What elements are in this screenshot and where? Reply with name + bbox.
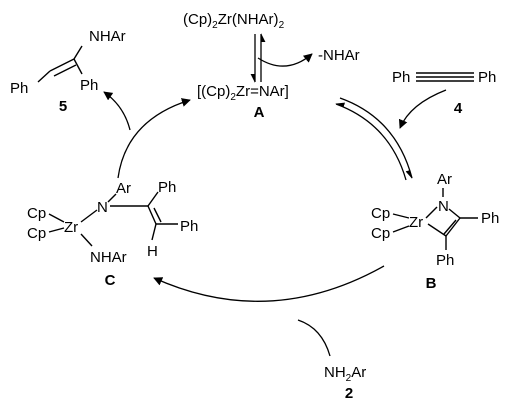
svg-text:Ph: Ph xyxy=(80,77,98,94)
svg-text:Ph: Ph xyxy=(158,179,176,196)
amine-2: NH2Ar xyxy=(324,364,366,384)
precursor-complex: (Cp)2Zr(NHAr)2 xyxy=(183,11,285,31)
imido-complex-A: [(Cp)2Zr=NAr] xyxy=(197,83,289,103)
label-4: 4 xyxy=(454,100,463,117)
svg-text:Ph: Ph xyxy=(481,210,499,227)
svg-text:Ph: Ph xyxy=(180,218,198,235)
svg-text:Cp: Cp xyxy=(27,225,46,242)
svg-text:Zr: Zr xyxy=(409,214,423,231)
label-A: A xyxy=(254,104,265,121)
svg-text:Cp: Cp xyxy=(371,225,390,242)
svg-text:Cp: Cp xyxy=(27,205,46,222)
metallacycle-B: Ar N Cp Cp Zr Ph Ph xyxy=(371,171,499,269)
svg-text:Ph: Ph xyxy=(478,69,496,86)
label-5: 5 xyxy=(59,98,67,115)
alkyne-addition-arrow xyxy=(398,89,447,129)
svg-text:Ph: Ph xyxy=(392,69,410,86)
svg-text:[(Cp)2Zr=NAr]: [(Cp)2Zr=NAr] xyxy=(197,83,289,103)
label-2: 2 xyxy=(345,385,353,402)
cycloaddition-equilibrium-arrows xyxy=(335,97,413,181)
svg-text:Ar: Ar xyxy=(437,171,452,188)
released-nhar-label: -NHAr xyxy=(318,47,360,64)
svg-text:H: H xyxy=(147,243,158,260)
svg-text:N: N xyxy=(438,198,449,215)
svg-text:N: N xyxy=(97,199,108,216)
amine-release-arrow xyxy=(257,53,313,67)
svg-text:NHAr: NHAr xyxy=(90,249,127,266)
svg-text:Ph: Ph xyxy=(10,80,28,97)
enamine-product-5: NHAr Ph Ph xyxy=(10,28,126,97)
svg-text:NH2Ar: NH2Ar xyxy=(324,364,366,384)
label-C: C xyxy=(105,272,116,289)
svg-text:Zr: Zr xyxy=(64,219,78,236)
svg-text:(Cp)2Zr(NHAr)2: (Cp)2Zr(NHAr)2 xyxy=(183,11,285,31)
svg-text:Cp: Cp xyxy=(371,205,390,222)
svg-text:Ph: Ph xyxy=(436,252,454,269)
protonolysis-arrow xyxy=(153,265,385,357)
precursor-equilibrium-arrows xyxy=(250,33,266,83)
product-release-arrow xyxy=(103,91,191,179)
svg-text:Ar: Ar xyxy=(116,180,131,197)
amido-complex-C: Cp Cp Zr N Ar NHAr Ph Ph H xyxy=(27,179,198,266)
alkyne-4: Ph Ph xyxy=(392,69,496,86)
svg-text:NHAr: NHAr xyxy=(89,28,126,45)
label-B: B xyxy=(426,275,437,292)
